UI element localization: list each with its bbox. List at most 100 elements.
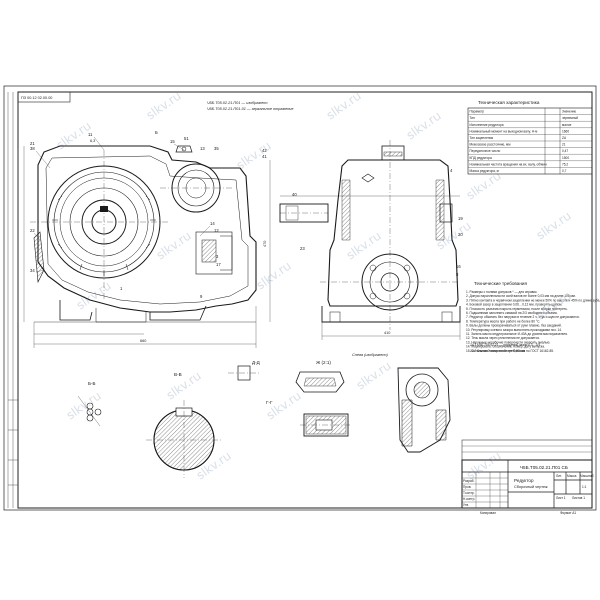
svg-text:22: 22 [30,228,35,233]
spec-cell-value: 0,47 [562,149,568,153]
dim-side-width: 410 [384,331,390,335]
title-role: Утв. [463,503,469,507]
svg-text:34: 34 [30,268,35,273]
svg-text:16: 16 [456,264,461,269]
tech-requirements: Технические требования 1. Размеры с поля… [466,281,600,353]
svg-text:17: 17 [216,262,221,267]
spec-cell-value: 1500 [562,156,569,160]
svg-text:35: 35 [214,146,219,151]
svg-text:42: 42 [262,148,267,153]
tech-req-line: 9. Валы должны проворачиваться от руки п… [466,324,562,328]
svg-text:41: 41 [262,154,267,159]
title-sheet: Лист 1 [556,496,566,500]
title-mass: Масса [567,474,577,478]
tech-req-line: 11. Залить масло индустриальное И-40А до… [466,332,568,336]
svg-text:23: 23 [300,246,305,251]
svg-text:38: 38 [30,146,35,151]
title-roles: Разраб.Пров.Т.контр.Н.контр.Утв. [463,479,475,507]
svg-text:В-В: В-В [174,372,182,377]
tech-req-line: 6. Подшипники заполнить смазкой на 2/3 с… [466,311,558,315]
svg-text:Г-Г: Г-Г [266,400,273,405]
dim-main-width: 660 [140,339,146,343]
svg-text:Ж (2:1): Ж (2:1) [316,360,331,365]
stamp-notes: 14.1 Ч5Б.Т05.02.21 — торцевой зазор 0,3…… [470,343,540,353]
svg-text:51: 51 [184,136,189,141]
svg-text:14: 14 [210,221,215,226]
title-role: Разраб. [463,479,475,483]
side-view-gearbox [279,140,461,330]
section-bb: Б-Б [77,381,102,427]
spec-table-title: Техническая характеристика [478,100,540,105]
svg-text:Д-Д: Д-Д [252,360,261,365]
spec-cell-value: червячный [562,116,578,120]
spec-cell-value: Значение [562,110,576,114]
svg-text:11: 11 [88,132,93,137]
tech-req-line: 13. Наружные нерабочие поверхности окрас… [466,340,550,344]
view-left-label: Слева (изображено) [352,353,389,357]
section-gg: Г-Г [266,400,352,437]
svg-text:Б: Б [155,130,158,135]
spec-cell-param: Масса редуктора, кг [470,169,501,173]
tech-req-title: Технические требования [474,281,527,286]
spec-cell-value: ZА [562,136,567,140]
binding-strip [7,92,18,508]
title-sheets: Листов 1 [572,496,585,500]
main-view-gearbox [30,145,257,323]
spec-cell-value: 21 [562,143,566,147]
section-vv: В-В [146,372,222,478]
svg-text:8: 8 [456,272,459,277]
spec-cell-param: Передаточное число [470,149,501,153]
svg-text:4: 4 [450,168,453,173]
svg-text:12: 12 [214,228,219,233]
outer-frame [3,85,597,511]
tech-req-line: 7. Редуктор обкатать без нагрузки в тече… [466,315,580,319]
title-role: Н.контр. [463,497,475,501]
doc-number: ПЗ 00.12 02.00.00 [21,96,52,100]
title-name-1: Редуктор [514,478,534,483]
variant-note-2: Ч5Б.Т05.02.21.П01-01 — зеркальное отраже… [207,107,294,111]
svg-text:6,3: 6,3 [90,139,95,143]
spec-cell-value: 1660 [562,129,569,133]
tech-req-line: 1. Размеры с полями допусков * — для спр… [466,290,538,294]
title-scale-h: Масштаб [580,474,594,478]
view-dd: Д-Д [228,360,261,381]
svg-text:14.2 Боковой зазор не более 0,: 14.2 Боковой зазор не более 0,05 мм [470,349,526,353]
title-lit: Лит. [556,474,562,478]
spec-cell-value: 75,2 [562,162,568,166]
svg-text:21: 21 [30,141,35,146]
detail-bearing-section [397,367,451,453]
spec-cell-param: Номинальный момент на выходном валу, Н·м [470,129,538,133]
svg-text:Б-Б: Б-Б [88,381,96,386]
title-designation: Ч5Б.Т05.02.21.П01 СБ [520,465,568,470]
title-block [461,439,593,509]
tech-req-line: 15. Остальные технические требования по … [466,349,554,353]
tech-req-line: 14. Маркировать: обозначение, номер, дат… [466,345,545,349]
tech-req-line: 12. Течь масла через уплотнения не допус… [466,336,540,340]
svg-text:9: 9 [200,294,203,299]
svg-text:40: 40 [292,192,297,197]
tech-req-line: 10. Регулировку осевого зазора выполнить… [466,328,562,332]
tech-req-line: 2. Допуск параллельности осей валов не б… [466,294,576,298]
svg-text:1: 1 [120,286,123,291]
title-copied: Копировал [480,511,496,515]
callout-leaders [33,136,211,273]
doc-number-box: ПЗ 00.12 02.00.00 [17,91,71,103]
tech-req-line: 8. Температура масла при работе не более… [466,319,540,323]
title-role: Т.контр. [463,491,475,495]
svg-text:3: 3 [216,254,219,259]
tech-req-line: 5. Плоскость разъема покрыть герметиком,… [466,307,568,311]
svg-text:13: 13 [200,146,205,151]
spec-cell-param: Исполнение редуктора [470,123,504,127]
svg-text:14.1 Ч5Б.Т05.02.21 — торцевой: 14.1 Ч5Б.Т05.02.21 — торцевой зазор 0,3…… [470,343,540,347]
svg-text:15: 15 [170,139,175,144]
spec-cell-param: Номинальная частота вращения на вх. валу… [470,162,547,166]
spec-cell-param: КПД редуктора [470,156,493,160]
title-name-2: Сборочный чертеж [514,485,548,489]
main-view-dimensions [17,146,257,348]
dim-side-height: 470 [263,241,267,247]
svg-text:19: 19 [458,216,463,221]
title-format: Формат А1 [560,511,576,515]
